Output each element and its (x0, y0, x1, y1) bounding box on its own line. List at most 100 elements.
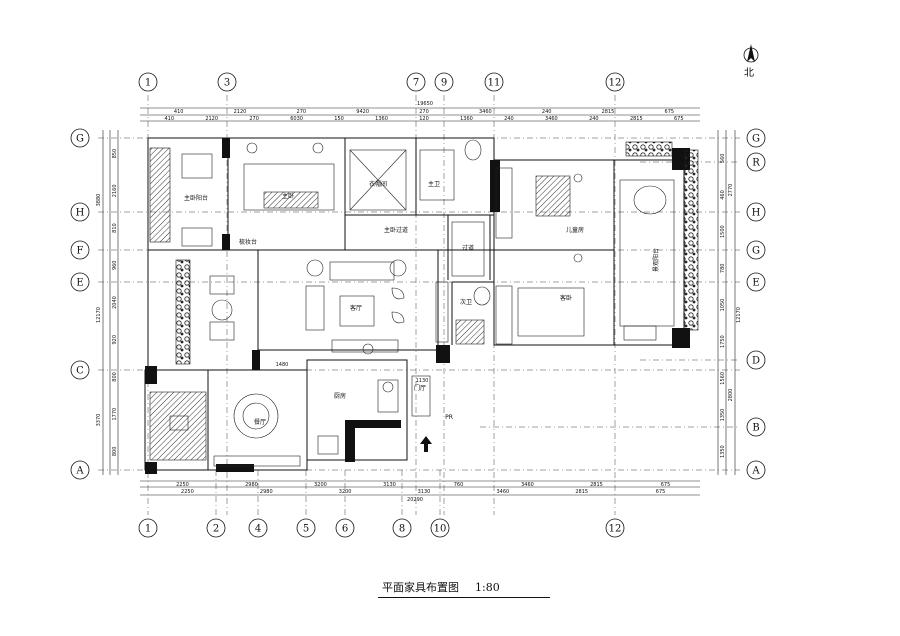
dim-right-inner: 560 (720, 154, 726, 164)
axis-right-bubble (746, 202, 766, 222)
dim-left-inner: 920 (112, 335, 118, 345)
room-label: 客厅 (350, 304, 362, 312)
axis-bottom-bubble (430, 518, 450, 538)
top-planter (625, 141, 673, 157)
dim-top-row1: 270 (297, 109, 307, 115)
dim-left-inner: 1770 (112, 408, 118, 421)
axis-left-bubble (70, 128, 90, 148)
dim-left-inner: 800 (112, 372, 118, 382)
dim-bottom-row1: 3460 (521, 482, 534, 488)
axis-top-bubble (217, 72, 237, 92)
room-label: 主卧过道 (384, 226, 408, 234)
room-label: 厨房 (334, 392, 346, 400)
dim-top-row1: 410 (174, 109, 184, 115)
axis-left-label: A (75, 466, 84, 477)
axis-top-label: 7 (413, 78, 419, 89)
axis-right-label: G (752, 134, 760, 145)
drawing-scale: 1:80 (475, 580, 500, 594)
axis-right-label: E (752, 278, 759, 289)
axis-right-label: G (752, 246, 760, 257)
dim-right-inner: 1350 (720, 445, 726, 458)
axis-top-label: 9 (441, 78, 447, 89)
room-label: 客卧 (560, 294, 572, 302)
dim-bottom-row1: 675 (661, 482, 671, 488)
dim-bottom-row1: 760 (454, 482, 464, 488)
room-label: 主卧阳台 (184, 194, 208, 202)
dim-bottom-row1: 3200 (314, 482, 327, 488)
dim-top-row2: 120 (419, 116, 429, 122)
dim-bottom-row1: 3130 (383, 482, 396, 488)
axis-right-label: H (752, 208, 761, 219)
axis-bottom-label: 10 (434, 524, 447, 535)
dim-bottom-row2: 2980 (260, 489, 273, 495)
dim-right-inner: 1050 (720, 299, 726, 312)
axis-bottom-label: 6 (342, 524, 348, 535)
dim-top-row1: 2815 (602, 109, 615, 115)
axis-right-bubble (746, 128, 766, 148)
dim-top-row2: 410 (164, 116, 174, 122)
room-label: 梳妆台 (239, 238, 257, 246)
dim-right-outer: 2800 (728, 389, 734, 402)
room-label: 主卧 (282, 192, 294, 200)
dim-bottom-row1: 2815 (590, 482, 603, 488)
dim-left-inner: 850 (112, 149, 118, 159)
axis-top-bubble (434, 72, 454, 92)
dim-top-row2: 150 (334, 116, 344, 122)
dim-left-outer: 12170 (96, 307, 102, 323)
axis-right-bubble (746, 460, 766, 480)
axis-bottom-bubble (605, 518, 625, 538)
dim-bottom-row2: 3130 (418, 489, 431, 495)
dim-bottom-row2: 3200 (339, 489, 352, 495)
axis-left-label: E (76, 278, 83, 289)
dim-top-row2: 1360 (460, 116, 473, 122)
dim-bottom-row1: 2980 (245, 482, 258, 488)
room-label: PR (445, 414, 453, 421)
dim-left-outer: 3880 (96, 194, 102, 207)
axis-right-bubble (746, 240, 766, 260)
axis-top-bubble (484, 72, 504, 92)
axis-left-bubble (70, 240, 90, 260)
axis-right-label: D (752, 356, 760, 367)
dim-right-inner: 460 (720, 190, 726, 200)
axis-top-label: 1 (145, 78, 151, 89)
dim-top-row2: 2815 (630, 116, 643, 122)
axis-left-label: H (76, 208, 85, 219)
axis-top-label: 3 (224, 78, 230, 89)
dim-top-row1: 675 (665, 109, 675, 115)
dim-top-row1: 2120 (234, 109, 247, 115)
dim-top-row1: 240 (542, 109, 552, 115)
axis-right-bubble (746, 152, 766, 172)
dim-top-row1: 3460 (479, 109, 492, 115)
axis-bottom-label: 8 (399, 524, 405, 535)
landscape-balcony-planter (683, 149, 699, 331)
balcony-planter-hatch (149, 147, 171, 243)
axis-left-label: G (76, 134, 84, 145)
drawing-caption: 平面家具布置图 1:80 (382, 578, 552, 596)
dim-left-inner: 810 (112, 223, 118, 233)
axis-bottom-label: 1 (145, 524, 151, 535)
axis-left-bubble (70, 272, 90, 292)
room-label: 景观阳台 (652, 248, 660, 272)
axis-top-bubble (605, 72, 625, 92)
dim-interior: 1480 (276, 362, 289, 368)
dim-top-row1: 270 (419, 109, 429, 115)
dim-top-row2: 675 (674, 116, 684, 122)
dim-top-row2: 270 (249, 116, 259, 122)
dim-right-outer: 12170 (736, 307, 742, 323)
dim-right-inner: 780 (720, 264, 726, 274)
axis-bottom-bubble (206, 518, 226, 538)
dim-right-inner: 1500 (720, 225, 726, 238)
dim-right-inner: 1560 (720, 372, 726, 385)
axis-bottom-bubble (335, 518, 355, 538)
dim-bottom-row2: 675 (656, 489, 666, 495)
dim-top-row1: 9420 (356, 109, 369, 115)
dim-left-inner: 2160 (112, 184, 118, 197)
dim-top-row2: 6030 (290, 116, 303, 122)
living-planter (175, 259, 191, 365)
dim-left-outer: 3370 (96, 414, 102, 427)
dim-top-row2: 1360 (375, 116, 388, 122)
entrance-arrow (420, 436, 432, 452)
dim-bottom-row2: 3460 (496, 489, 509, 495)
room-label: 次卫 (460, 298, 472, 306)
